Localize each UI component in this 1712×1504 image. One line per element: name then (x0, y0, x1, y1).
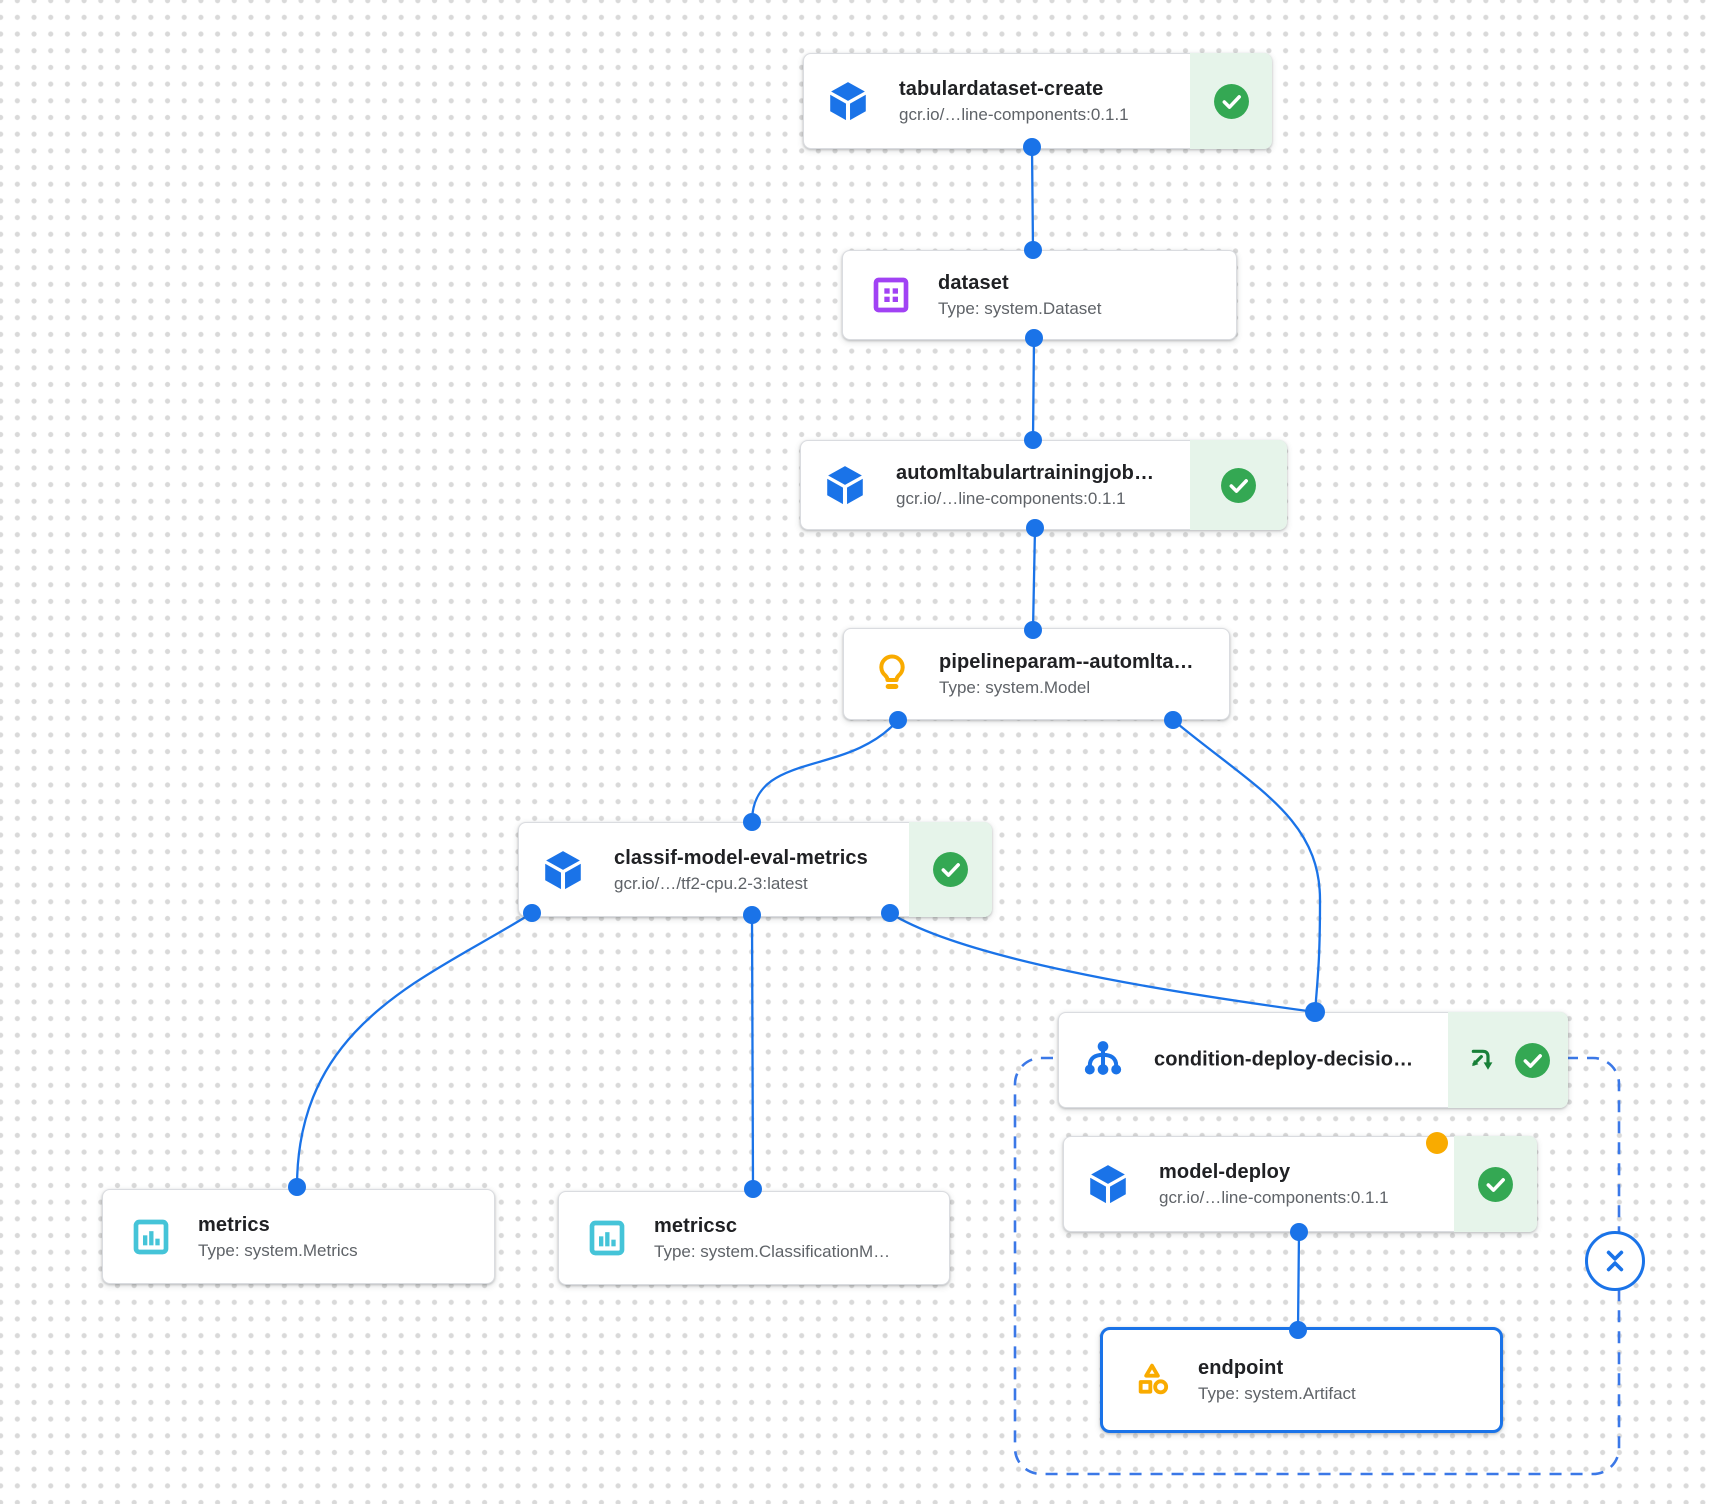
collapse-chevrons-icon (1606, 1250, 1624, 1272)
success-check-icon (933, 852, 968, 887)
edge-classif-to-metricsc (750, 913, 755, 1191)
split-arrows-icon (1471, 1049, 1492, 1070)
node-title: metrics (198, 1213, 270, 1236)
node-dataset[interactable]: dataset Type: system.Dataset (842, 250, 1237, 340)
node-subtitle: gcr.io/…/tf2-cpu.2-3:latest (614, 873, 808, 893)
condition-tree-icon (1081, 1038, 1125, 1082)
node-title: endpoint (1198, 1356, 1284, 1379)
edge-pipelineparam-to-condition (1171, 718, 1322, 1014)
node-endpoint[interactable]: endpoint Type: system.Artifact (1100, 1327, 1503, 1433)
node-subtitle: Type: system.Model (939, 677, 1091, 697)
status-panel (1454, 1136, 1537, 1232)
node-condition-deploy-decision[interactable]: condition-deploy-decisio… (1058, 1012, 1568, 1108)
node-subtitle: Type: system.Metrics (198, 1240, 358, 1260)
artifact-shapes-icon (1133, 1360, 1173, 1400)
success-check-icon (1221, 467, 1256, 503)
edge-dataset-to-automl (1031, 336, 1036, 442)
component-cube-icon (541, 848, 585, 892)
model-lightbulb-icon (872, 654, 912, 694)
component-cube-icon (1086, 1162, 1130, 1206)
metrics-chart-icon (587, 1218, 627, 1258)
status-panel (1190, 440, 1287, 530)
node-classif-model-eval-metrics[interactable]: classif-model-eval-metrics gcr.io/…/tf2-… (518, 822, 992, 917)
node-pipelineparam-automlta[interactable]: pipelineparam--automlta… Type: system.Mo… (843, 628, 1230, 720)
status-panel (909, 822, 992, 917)
edge-tabulardataset-to-dataset (1030, 145, 1035, 252)
edge-classif-to-metrics (295, 911, 534, 1189)
edge-pipelineparam-to-classif (750, 718, 900, 824)
node-metricsc[interactable]: metricsc Type: system.ClassificationM… (558, 1191, 950, 1285)
node-subtitle: gcr.io/…line-components:0.1.1 (1159, 1187, 1389, 1207)
component-cube-icon (823, 463, 867, 507)
component-cube-icon (826, 79, 870, 123)
edge-classif-to-condition (888, 911, 1317, 1014)
node-subtitle: Type: system.ClassificationM… (654, 1241, 891, 1261)
node-automltabulartrainingjob[interactable]: automltabulartrainingjob… gcr.io/…line-c… (800, 440, 1287, 530)
node-metrics[interactable]: metrics Type: system.Metrics (102, 1189, 495, 1284)
node-subtitle: gcr.io/…line-components:0.1.1 (899, 104, 1129, 124)
node-title: model-deploy (1159, 1160, 1291, 1183)
metrics-chart-icon (131, 1217, 171, 1257)
node-title: classif-model-eval-metrics (614, 846, 868, 869)
node-subtitle: Type: system.Artifact (1198, 1383, 1356, 1403)
node-tabulardataset-create[interactable]: tabulardataset-create gcr.io/…line-compo… (803, 53, 1272, 149)
node-title: automltabulartrainingjob… (896, 461, 1155, 484)
node-title: condition-deploy-decisio… (1154, 1048, 1414, 1071)
node-subtitle: Type: system.Dataset (938, 298, 1102, 318)
node-title: dataset (938, 271, 1009, 294)
success-check-icon (1514, 1042, 1550, 1078)
success-check-icon (1478, 1166, 1513, 1202)
node-subtitle: gcr.io/…line-components:0.1.1 (896, 488, 1126, 508)
edge-modeldeploy-to-endpoint (1296, 1230, 1301, 1332)
node-title: pipelineparam--automlta… (939, 650, 1194, 673)
collapse-group-button[interactable] (1585, 1231, 1645, 1291)
node-model-deploy[interactable]: model-deploy gcr.io/…line-components:0.1… (1063, 1136, 1537, 1232)
success-check-icon (1213, 83, 1249, 119)
edge-automl-to-pipelineparam (1031, 526, 1037, 632)
dataset-grid-icon (871, 275, 911, 315)
status-panel (1190, 53, 1272, 149)
node-title: metricsc (654, 1214, 738, 1237)
status-panel (1448, 1012, 1568, 1108)
node-title: tabulardataset-create (899, 77, 1104, 100)
